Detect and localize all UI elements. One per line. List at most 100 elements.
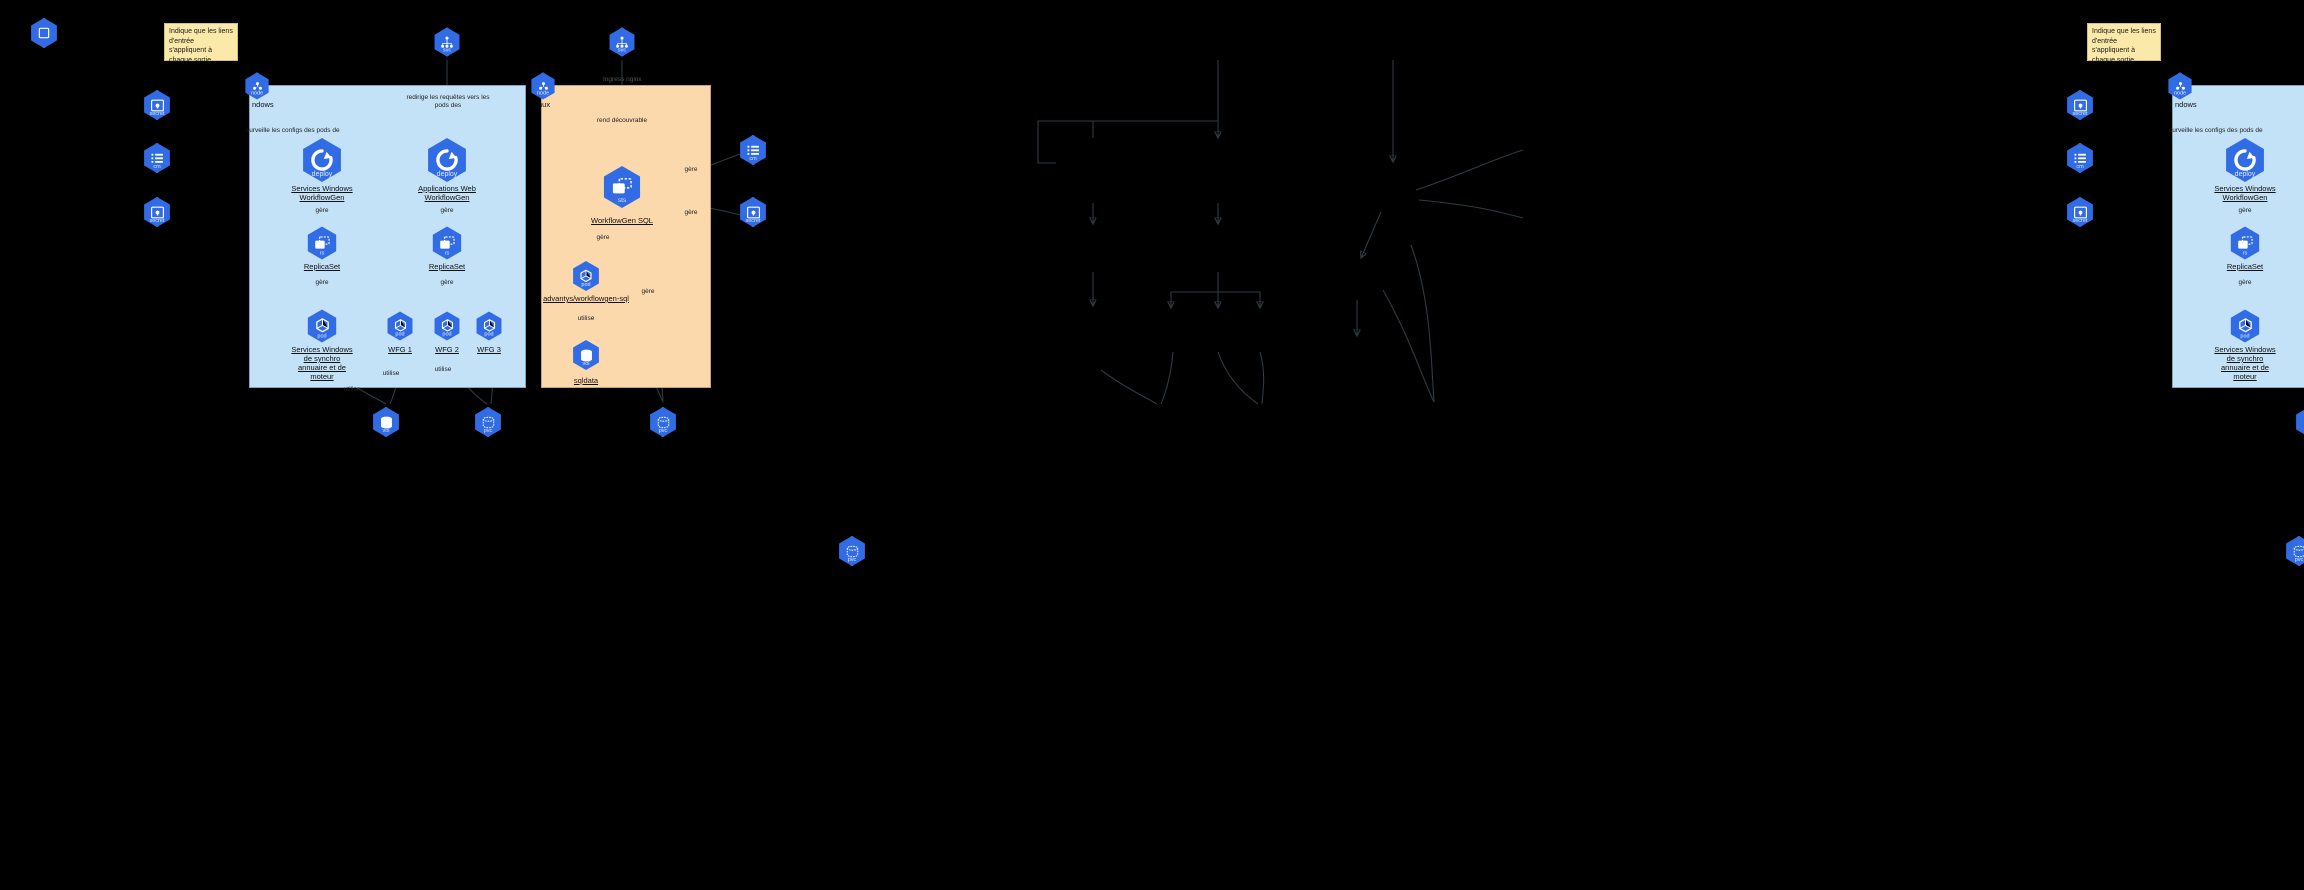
icon-label: pvc (2294, 557, 2304, 563)
edge-label-utilise-2: utilise (434, 366, 452, 373)
icon-label: pvc (658, 428, 668, 434)
icon-deploy-services-2[interactable]: deploy (2223, 138, 2267, 182)
icon-label: secret (2072, 218, 2088, 224)
icon-label: node (2173, 90, 2187, 97)
icon-statefulset-sql[interactable]: sts (601, 166, 643, 208)
edge-label-surveille-2: surveille les configs des pods de (2169, 127, 2263, 134)
label-deploy-apps: Applications Web WorkflowGen (418, 184, 476, 202)
icon-volume-left[interactable]: vol (371, 407, 401, 437)
edge-label-gere-5: gère (684, 166, 698, 173)
diagram-copy-left: Indique que les liens d'entrée s'appliqu… (29, 18, 867, 566)
edge-label-gere-1b: gère (2238, 207, 2252, 214)
icon-label: svc (617, 47, 627, 54)
icon-secret-1[interactable]: secret (142, 90, 172, 120)
icon-volume-sqldata[interactable]: vol (571, 340, 601, 370)
label-replicaset-apps: ReplicaSet (428, 262, 466, 271)
icon-label: cm (2076, 164, 2084, 170)
edge-label-gere-7: gère (596, 234, 610, 241)
icon-node-windows-2[interactable]: node (2167, 72, 2194, 100)
icon-pvc-sql[interactable]: pvc (648, 407, 678, 437)
label-pod-wfg3: WFG 3 (477, 345, 501, 354)
icon-label: secret (745, 218, 761, 224)
icon-node-windows[interactable]: node (244, 72, 271, 100)
icon-configmap-1-2[interactable]: cm (2065, 143, 2095, 173)
icon-pod-sql[interactable]: pod (571, 261, 601, 291)
label-replicaset-services-2: ReplicaSet (2226, 262, 2264, 271)
icon-pod-services[interactable]: pod (306, 309, 339, 343)
panel-windows-title: ndows (252, 100, 274, 109)
icon-pod-wfg3[interactable]: pod (475, 311, 504, 341)
icon-label: deploy (2234, 171, 2256, 178)
icon-pod-wfg2[interactable]: pod (433, 311, 462, 341)
icon-label: secret (149, 111, 165, 117)
icon-secret-right[interactable]: secret (738, 197, 768, 227)
icon-pod-services-2[interactable]: pod (2229, 309, 2262, 343)
edge-label-gere-1: gère (315, 207, 329, 214)
icon-configmap-1[interactable]: cm (142, 143, 172, 173)
label-pod-wfg2: WFG 2 (435, 345, 459, 354)
icon-configmap-right[interactable]: cm (738, 135, 768, 165)
icon-label: pod (484, 331, 494, 338)
label-pod-wfg1: WFG 1 (388, 345, 412, 354)
sticky-note: Indique que les liens d'entrée s'appliqu… (164, 23, 238, 64)
icon-service-sql[interactable]: svc (608, 27, 637, 57)
icon-label: deploy (311, 171, 333, 178)
icon-label: vol (382, 428, 390, 434)
edge-label-gere-8: gère (641, 288, 655, 295)
icon-label: cm (153, 164, 161, 170)
label-deploy-services: Services Windows WorkflowGen (291, 184, 353, 202)
edge-label-gere-2: gère (440, 207, 454, 214)
label-statefulset-sql: WorkflowGen SQL (591, 216, 653, 225)
edge-label-gere-3b: gère (2238, 279, 2252, 286)
edge-label-gere-6: gère (684, 209, 698, 216)
icon-label: pvc (847, 557, 857, 563)
icon-label: pod (317, 333, 327, 340)
icon-label: svc (442, 47, 452, 54)
icon-label: cm (749, 156, 757, 162)
icon-label: secret (2072, 111, 2088, 117)
edge-label-utilise-1: utilise (382, 370, 400, 377)
label-deploy-services-2: Services Windows WorkflowGen (2214, 184, 2276, 202)
icon-replicaset-apps[interactable]: rs (431, 226, 464, 260)
icon-pod-wfg1[interactable]: pod (386, 311, 415, 341)
icon-node-linux[interactable]: node (530, 72, 557, 100)
panel-node-linux (541, 85, 711, 388)
icon-label: pvc (483, 428, 493, 434)
icon-pvc-bottom-2[interactable]: pvc (2284, 536, 2304, 566)
diagram-copy-right: Indique que les liens d'entrée s'appliqu… (1037, 0, 2304, 890)
panel-node-windows (249, 85, 526, 388)
icon-label: pod (2240, 333, 2250, 340)
icon-secret-2-2[interactable]: secret (2065, 197, 2095, 227)
icon-deploy-services[interactable]: deploy (300, 138, 344, 182)
label-pod-services: Services Windows de synchro annuaire et … (291, 345, 353, 381)
icon-replicaset-services[interactable]: rs (306, 226, 339, 260)
edge-label-utilise-0: utilise (577, 315, 595, 322)
icon-label: rs (2242, 250, 2248, 257)
icon-label: deploy (436, 171, 458, 178)
edge-label-utilise-3: utilise (343, 386, 361, 393)
icon-label: vol (2296, 428, 2304, 434)
panel-linux-title: nux (538, 100, 551, 109)
icon-pvc-left[interactable]: pvc (473, 407, 503, 437)
icon-secret-2[interactable]: secret (142, 197, 172, 227)
sticky-note-2: Indique que les liens d'entrée s'appliqu… (2087, 23, 2161, 64)
icon-namespace[interactable] (29, 18, 59, 48)
icon-service-web[interactable]: svc (433, 27, 462, 57)
icon-label: sts (617, 197, 627, 204)
edge-label-rend-decouvrable: rend découvrable (596, 117, 648, 124)
edge-label-surveille: surveille les configs des pods de (246, 127, 340, 134)
icon-secret-1-2[interactable]: secret (2065, 90, 2095, 120)
label-pod-services-2: Services Windows de synchro annuaire et … (2214, 345, 2276, 381)
edge-label-gere-4: gère (440, 279, 454, 286)
edge-layer-2 (1037, 60, 1524, 405)
icon-label: pod (395, 331, 405, 338)
icon-deploy-apps[interactable]: deploy (425, 138, 469, 182)
icon-pvc-bottom[interactable]: pvc (837, 536, 867, 566)
icon-volume-left-2[interactable]: vol (2294, 407, 2304, 437)
icon-label: pod (581, 282, 591, 288)
ingress-title: Ingress nginx (603, 76, 642, 83)
icon-label: secret (149, 218, 165, 224)
icon-replicaset-services-2[interactable]: rs (2229, 226, 2262, 260)
icon-label: node (250, 90, 264, 97)
